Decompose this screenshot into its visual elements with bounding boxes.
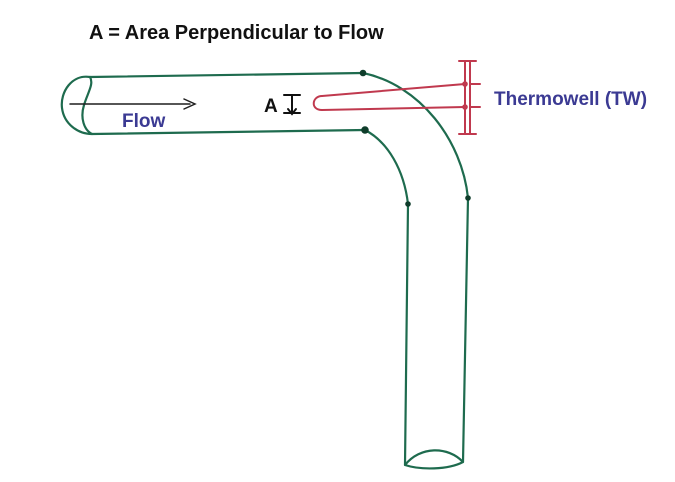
pipe-bottom-wall: [90, 128, 367, 136]
area-indicator-icon: [283, 94, 301, 116]
thermowell: [312, 60, 481, 135]
flow-arrow: [69, 98, 197, 110]
flow-label: Flow: [122, 111, 165, 132]
pipe-inner-bend: [363, 128, 410, 206]
thermowell-label: Thermowell (TW): [494, 89, 647, 110]
diagram-title: A = Area Perpendicular to Flow: [89, 22, 384, 44]
thermowell-shaft-bottom: [321, 106, 466, 111]
pipe-inner-vertical-wall: [403, 202, 410, 467]
thermowell-dots: [462, 81, 468, 110]
pipe-inlet-section: [60, 75, 94, 136]
pipe-outer-vertical-wall: [461, 196, 470, 464]
pipe-top-wall: [88, 71, 365, 79]
thermowell-tip: [312, 95, 323, 111]
pipe-outer-bend: [361, 71, 470, 200]
pipe-junction-dots: [359, 69, 471, 207]
pipe-outlet-section: [403, 449, 465, 470]
thermowell-shaft-top: [321, 83, 466, 97]
area-label: A: [264, 96, 278, 117]
pipe: [60, 71, 470, 470]
